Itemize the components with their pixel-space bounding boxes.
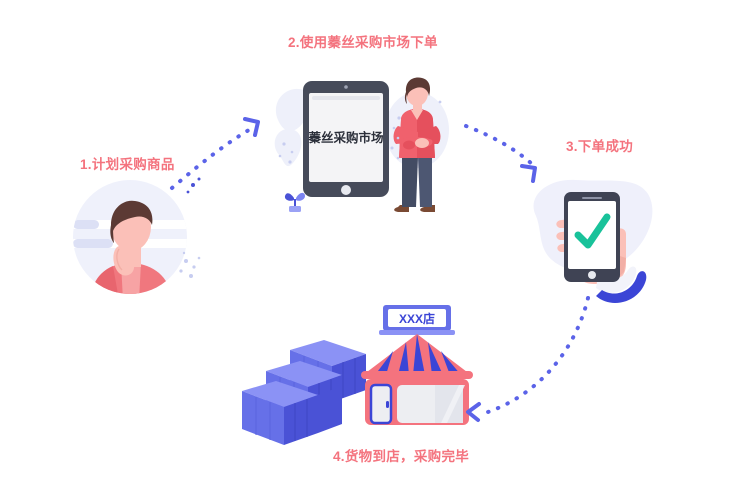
boxes-group — [242, 340, 366, 445]
arrow-step3-to-step4 — [466, 296, 590, 422]
tablet-home-button — [341, 185, 351, 195]
person-confetti — [179, 251, 201, 278]
arrow-step1-to-step2 — [170, 117, 260, 190]
plant-icon — [284, 192, 305, 212]
person-head — [110, 200, 153, 276]
tablet-screen-text: 蓁丝采购市场 — [307, 130, 383, 145]
tablet-camera-icon — [344, 85, 348, 89]
store-sign-text: XXX店 — [399, 311, 435, 326]
illustration-order-success — [518, 172, 663, 307]
store-body — [365, 379, 469, 425]
standing-person — [393, 77, 441, 212]
door-handle-icon — [386, 401, 389, 408]
arrow-step2-to-step3 — [464, 124, 537, 183]
check-icon — [574, 213, 611, 249]
phone-speaker-icon — [582, 197, 602, 199]
illustration-storefront: XXX店 — [355, 303, 495, 428]
illustration-thinking-person — [55, 175, 205, 300]
phone-home-button — [588, 271, 596, 279]
step-label-4: 4.货物到店，采购完毕 — [333, 449, 470, 464]
tablet-device — [303, 81, 389, 197]
step-label-1: 1.计划采购商品 — [80, 157, 175, 172]
tablet-specks — [278, 100, 442, 164]
person-hand — [415, 138, 429, 148]
store-sign: XXX店 — [379, 305, 455, 335]
phone-device — [564, 192, 620, 282]
illustration-stacked-boxes — [238, 338, 388, 448]
store-awning — [361, 334, 473, 379]
illustration-tablet-order: 蓁丝采购市场 — [272, 72, 462, 217]
step-label-3: 3.下单成功 — [566, 139, 634, 154]
step-label-2: 2.使用蓁丝采购市场下单 — [288, 35, 438, 50]
person-spark-blue — [186, 177, 201, 194]
